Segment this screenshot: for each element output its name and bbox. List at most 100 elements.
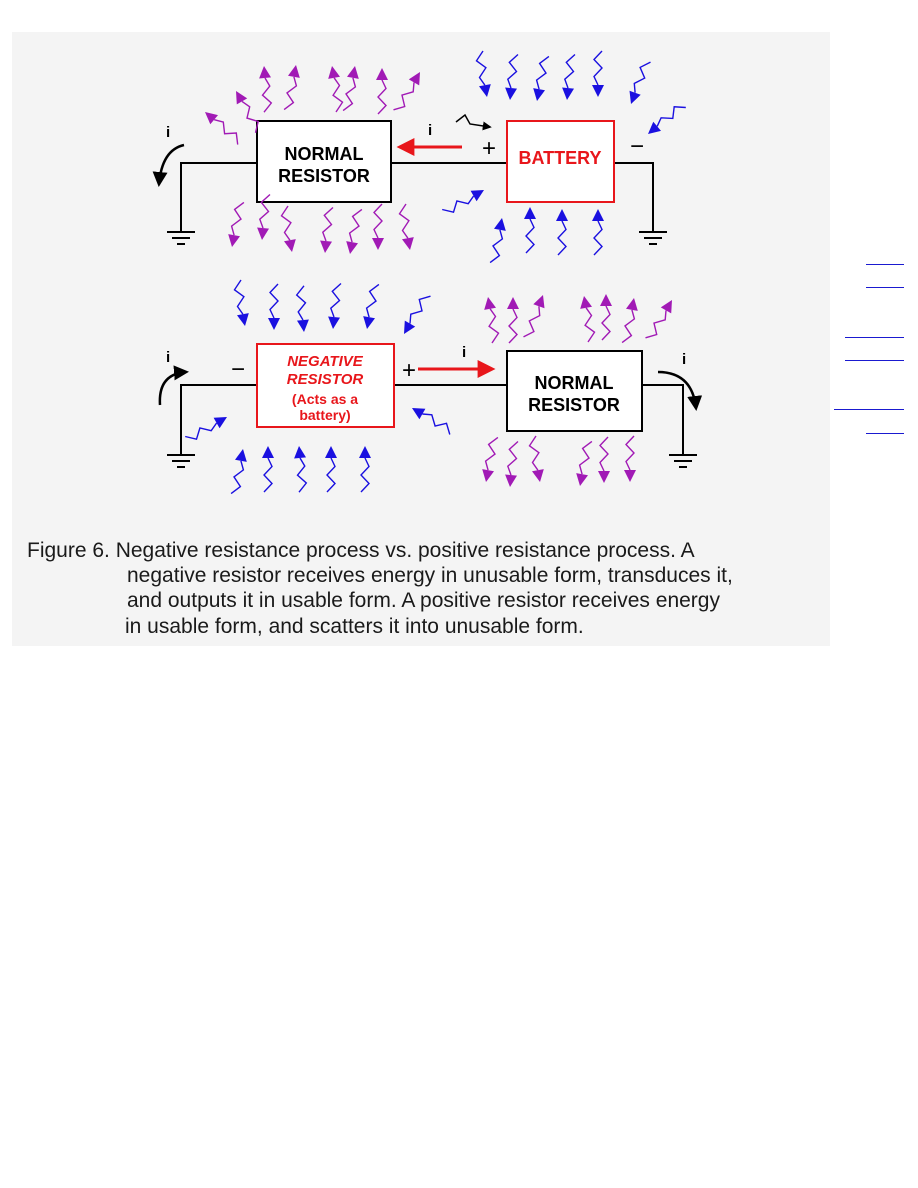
outgoing-energy-arrowhead [507, 297, 519, 309]
figure-panel [12, 32, 830, 646]
incoming-energy-arrowhead [470, 190, 484, 202]
incoming-energy-squiggle [489, 229, 504, 264]
incoming-energy-squiggle [295, 285, 307, 321]
outgoing-energy-arrowhead [505, 474, 517, 487]
incoming-energy-arrow [455, 113, 492, 131]
link-underline[interactable] [834, 409, 904, 410]
incoming-energy-arrowhead [592, 85, 604, 97]
outgoing-energy-arrowhead [660, 300, 672, 314]
incoming-energy-squiggle [656, 106, 686, 127]
incoming-energy-squiggle [263, 457, 273, 493]
top-right-wire [614, 162, 654, 232]
outgoing-energy-arrowhead [259, 66, 271, 79]
outgoing-energy-squiggle [584, 307, 596, 343]
outgoing-energy-squiggle [258, 193, 271, 229]
incoming-energy-arrowhead [268, 318, 280, 330]
bottom-circuit: NEGATIVE RESISTOR (Acts as a battery) NO… [158, 343, 703, 468]
outgoing-energy-squiggle [377, 79, 387, 115]
incoming-energy-arrowhead [294, 446, 306, 459]
circuit-diagram: NORMAL RESISTOR BATTERY + − i i NEGATIVE… [152, 50, 703, 495]
incoming-energy-squiggle [535, 55, 550, 90]
incoming-energy-arrowhead [359, 446, 371, 458]
outgoing-energy-squiggle [601, 305, 611, 341]
outgoing-energy-squiggle [506, 440, 519, 476]
plus-sign: + [482, 135, 496, 162]
incoming-energy-squiggle [557, 220, 567, 256]
outgoing-energy-arrowhead [580, 296, 592, 309]
normal-resistor-label: NORMAL [535, 373, 614, 393]
negative-resistor-label: NEGATIVE [287, 353, 364, 370]
link-underline[interactable] [866, 264, 904, 265]
outgoing-energy-arrowhead [533, 295, 545, 309]
incoming-energy-squiggle [296, 457, 308, 493]
normal-resistor-box [506, 350, 643, 432]
current-arrow [152, 143, 185, 187]
outgoing-energy-arrowhead [408, 72, 420, 86]
outgoing-energy-squiggle [373, 203, 383, 239]
current-label: i [462, 344, 466, 361]
outgoing-energy-squiggle [241, 100, 260, 133]
incoming-energy-arrowhead [592, 209, 604, 221]
incoming-energy-arrowhead [213, 417, 227, 429]
link-underline[interactable] [845, 337, 904, 338]
incoming-energy-squiggle [409, 295, 431, 324]
incoming-energy-squiggle [593, 50, 603, 86]
incoming-energy-squiggle [475, 50, 487, 86]
battery-label: BATTERY [519, 148, 602, 168]
incoming-energy-arrowhead [524, 207, 536, 219]
link-underline[interactable] [866, 287, 904, 288]
negative-resistor-note: (Acts as a [292, 391, 358, 407]
outgoing-energy-arrowhead [205, 112, 218, 125]
energy-arrows [185, 50, 686, 495]
incoming-energy-arrowhead [505, 87, 517, 100]
outgoing-energy-arrowhead [346, 241, 358, 254]
outgoing-energy-arrowhead [236, 91, 248, 105]
outgoing-energy-squiggle [342, 77, 357, 112]
incoming-energy-squiggle [185, 422, 218, 441]
negative-resistor-box [256, 343, 395, 428]
outgoing-energy-arrowhead [484, 297, 496, 310]
current-arrow [657, 370, 703, 411]
outgoing-energy-arrowhead [532, 469, 544, 482]
ground-symbol [639, 231, 667, 245]
negative-resistor-label: RESISTOR [287, 371, 364, 388]
outgoing-energy-arrowhead [600, 294, 612, 306]
outgoing-energy-arrowhead [257, 227, 269, 240]
incoming-energy-arrowhead [494, 218, 506, 231]
incoming-energy-squiggle [633, 61, 651, 93]
incoming-energy-arrowhead [237, 313, 249, 326]
incoming-energy-arrowhead [556, 209, 568, 221]
link-underline[interactable] [845, 360, 904, 361]
normal-resistor-label: NORMAL [285, 144, 364, 164]
outgoing-energy-squiggle [348, 208, 363, 243]
bottom-right-wire [642, 384, 684, 455]
incoming-energy-arrowhead [262, 446, 274, 458]
outgoing-energy-arrowhead [228, 234, 240, 247]
bottom-left-wire [180, 384, 257, 455]
incoming-energy-arrowhead [325, 446, 337, 458]
outgoing-energy-squiggle [599, 436, 609, 472]
incoming-energy-arrowhead [629, 90, 641, 104]
minus-sign: − [630, 133, 644, 160]
outgoing-energy-squiggle [578, 440, 593, 475]
outgoing-energy-squiggle [393, 82, 415, 111]
top-left-wire [180, 162, 257, 232]
outgoing-energy-squiggle [230, 201, 245, 236]
outgoing-energy-arrowhead [288, 65, 300, 78]
incoming-energy-arrowhead [648, 121, 661, 134]
incoming-energy-arrowhead [404, 320, 416, 334]
battery-box [506, 120, 615, 203]
incoming-energy-arrowhead [479, 84, 491, 97]
ground-symbol [167, 231, 195, 245]
incoming-energy-squiggle [442, 195, 475, 214]
outgoing-energy-squiggle [283, 76, 298, 111]
incoming-energy-squiggle [329, 282, 342, 318]
incoming-energy-squiggle [593, 220, 603, 256]
ground-symbol [669, 454, 697, 468]
link-underline[interactable] [866, 433, 904, 434]
incoming-energy-squiggle [230, 460, 245, 495]
outgoing-energy-squiggle [261, 77, 273, 113]
outgoing-energy-squiggle [508, 308, 518, 344]
current-label: i [428, 122, 432, 139]
incoming-energy-squiggle [563, 53, 576, 89]
